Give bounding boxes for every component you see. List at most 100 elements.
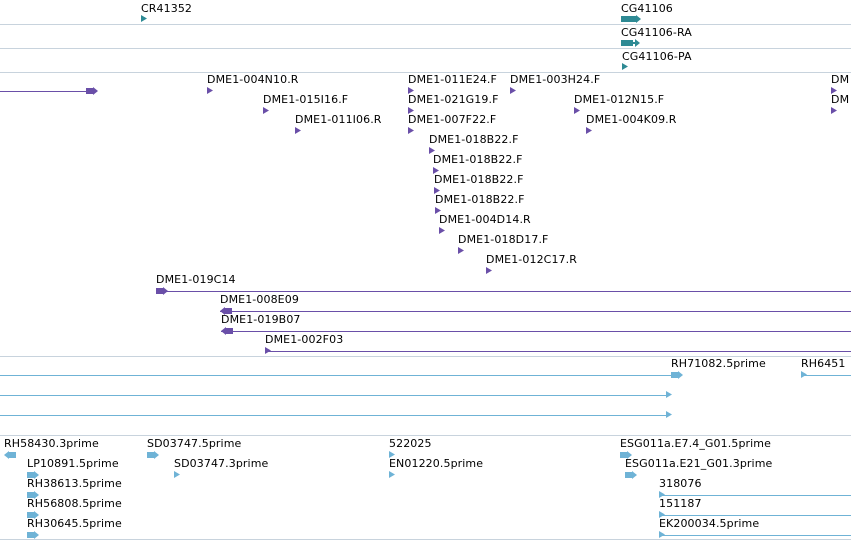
arrow-right-icon: [408, 107, 414, 114]
feature-label: DME1-021G19.F: [408, 93, 499, 106]
arrow-right-icon: [620, 451, 632, 459]
arrow-right-icon: [265, 347, 271, 354]
feature-label: RH6451: [801, 357, 846, 370]
arrow-right-icon: [666, 411, 672, 418]
feature-label: CG41106-PA: [622, 50, 692, 63]
feature-label: DME1-011E24.F: [408, 73, 497, 86]
feature-label: SD03747.3prime: [174, 457, 269, 470]
arrow-right-icon: [263, 107, 269, 114]
feature-label: DME1-012N15.F: [574, 93, 665, 106]
feature-label: DME1-015I16.F: [263, 93, 349, 106]
arrow-right-icon: [141, 15, 147, 22]
arrow-right-icon: [486, 267, 492, 274]
feature-span-line: [0, 375, 671, 376]
arrow-right-icon: [27, 471, 39, 479]
feature-label: DME1-018B22.F: [435, 193, 525, 206]
arrow-right-icon: [156, 287, 168, 295]
feature-label: 151187: [659, 497, 702, 510]
arrow-right-icon: [408, 87, 414, 94]
feature-label: DME1-018D17.F: [458, 233, 549, 246]
feature-label: RH56808.5prime: [27, 497, 122, 510]
feature-label: DME1-002F03: [265, 333, 344, 346]
feature-span-line: [220, 311, 851, 312]
arrow-right-icon: [439, 227, 445, 234]
feature-label: DME1-012C17.R: [486, 253, 577, 266]
track-divider: [0, 72, 851, 73]
arrow-right-icon: [831, 87, 837, 94]
arrow-right-icon: [621, 39, 640, 47]
arrow-right-icon: [86, 87, 98, 95]
feature-label: DME1-004D14.R: [439, 213, 531, 226]
track-divider: [0, 356, 851, 357]
feature-label: EN01220.5prime: [389, 457, 484, 470]
arrow-right-icon: [801, 371, 807, 378]
arrow-right-icon: [659, 491, 665, 498]
arrow-right-icon: [659, 531, 665, 538]
arrow-right-icon: [659, 511, 665, 518]
feature-label: ESG011a.E7.4_G01.5prime: [620, 437, 771, 450]
feature-span-line: [0, 91, 86, 92]
arrow-right-icon: [27, 511, 39, 519]
feature-label: CG41106-RA: [621, 26, 692, 39]
arrow-right-icon: [625, 471, 637, 479]
arrow-right-icon: [207, 87, 213, 94]
feature-label: CR41352: [141, 2, 193, 15]
feature-label: CG41106: [621, 2, 673, 15]
arrow-right-icon: [666, 391, 672, 398]
feature-span-line: [0, 415, 666, 416]
feature-label: DME1-018B22.F: [434, 173, 524, 186]
arrow-right-icon: [510, 87, 516, 94]
feature-label: DME1-019C14: [156, 273, 236, 286]
arrow-right-icon: [433, 167, 439, 174]
arrow-right-icon: [622, 63, 628, 70]
feature-label: ESG011a.E21_G01.3prime: [625, 457, 773, 470]
feature-span-line: [659, 515, 851, 516]
feature-span-line: [0, 395, 666, 396]
arrow-right-icon: [831, 107, 837, 114]
feature-span-line: [801, 375, 851, 376]
arrow-right-icon: [27, 531, 39, 539]
feature-label: 318076: [659, 477, 702, 490]
arrow-right-icon: [408, 127, 414, 134]
arrow-right-icon: [435, 207, 441, 214]
feature-label: RH71082.5prime: [671, 357, 766, 370]
feature-label: EK200034.5prime: [659, 517, 760, 530]
feature-label: 522025: [389, 437, 432, 450]
feature-span-line: [265, 351, 851, 352]
arrow-right-icon: [295, 127, 301, 134]
arrow-right-icon: [458, 247, 464, 254]
feature-span-line: [659, 535, 851, 536]
feature-label: DM: [831, 73, 850, 86]
track-divider: [0, 24, 851, 25]
arrow-left-icon: [220, 307, 232, 315]
arrow-left-icon: [221, 327, 233, 335]
feature-label: RH30645.5prime: [27, 517, 122, 530]
arrow-right-icon: [671, 371, 683, 379]
gene-box-icon: [621, 15, 641, 23]
arrow-right-icon: [574, 107, 580, 114]
feature-label: DME1-018B22.F: [433, 153, 523, 166]
feature-label: DME1-004K09.R: [586, 113, 677, 126]
feature-label: DME1-007F22.F: [408, 113, 497, 126]
track-divider: [0, 48, 851, 49]
feature-label: DME1-004N10.R: [207, 73, 299, 86]
arrow-right-icon: [389, 471, 395, 478]
feature-label: DME1-018B22.F: [429, 133, 519, 146]
arrow-right-icon: [27, 491, 39, 499]
arrow-right-icon: [147, 451, 159, 459]
feature-span-line: [221, 331, 851, 332]
arrow-right-icon: [586, 127, 592, 134]
feature-span-line: [659, 495, 851, 496]
feature-label: RH38613.5prime: [27, 477, 122, 490]
feature-label: LP10891.5prime: [27, 457, 119, 470]
feature-label: DME1-008E09: [220, 293, 299, 306]
feature-label: DME1-019B07: [221, 313, 301, 326]
arrow-right-icon: [174, 471, 180, 478]
arrow-right-icon: [389, 451, 395, 458]
arrow-right-icon: [434, 187, 440, 194]
arrow-left-icon: [4, 451, 16, 459]
feature-label: DME1-011I06.R: [295, 113, 382, 126]
arrow-right-icon: [429, 147, 435, 154]
track-divider: [0, 435, 851, 436]
